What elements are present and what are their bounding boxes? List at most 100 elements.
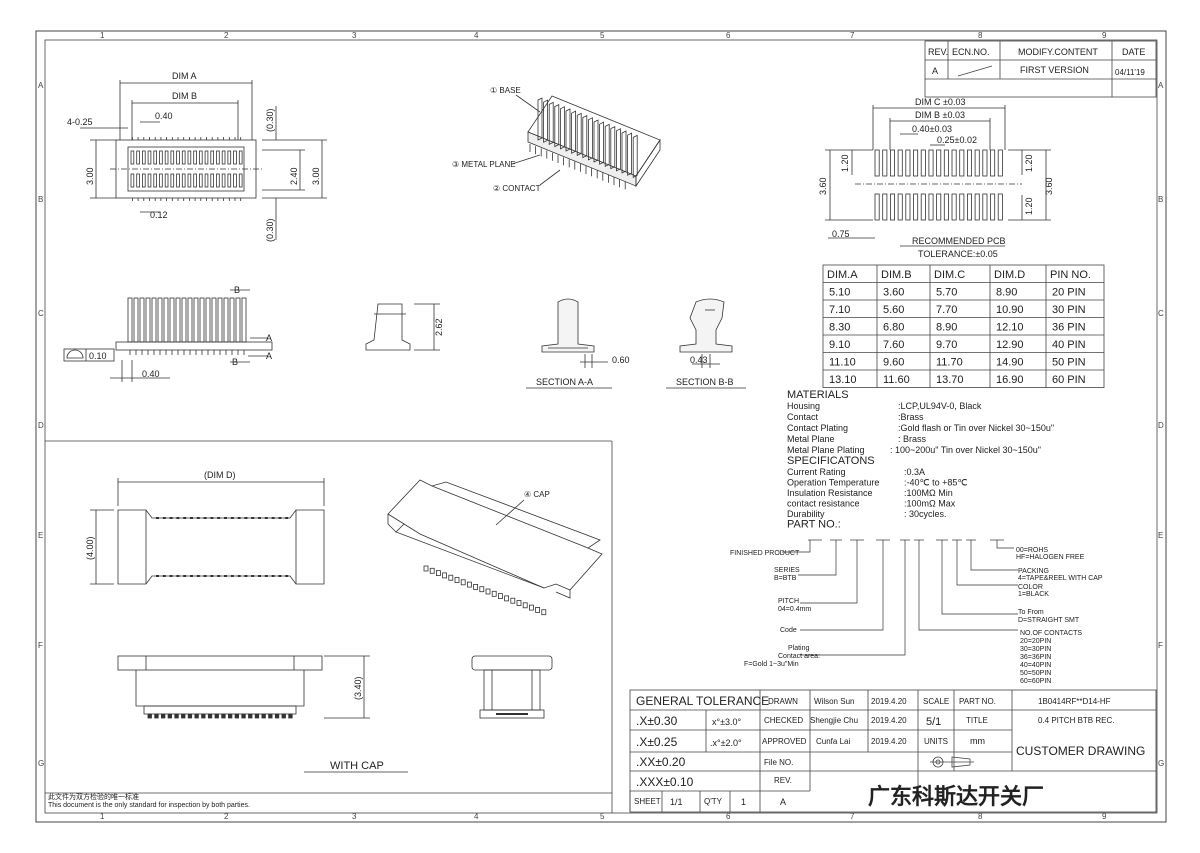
spec-value: :100MΩ Min xyxy=(904,488,953,498)
pn-finished-product: FINISHED PRODUCT xyxy=(730,550,800,557)
pin xyxy=(238,150,243,165)
pn-contacts: 30=30PIN xyxy=(1020,646,1051,653)
zone-col-label: 8 xyxy=(978,812,983,821)
label-contact: ② CONTACT xyxy=(493,184,541,193)
zone-col-label: 8 xyxy=(978,31,983,40)
section-views-drawing xyxy=(365,298,746,389)
pn-contacts: 50=50PIN xyxy=(1020,670,1051,677)
dim-table-cell: 14.90 xyxy=(996,357,1024,369)
part-no-labels: FINISHED PRODUCTSERIESB=BTBPITCH04=0.4mm… xyxy=(730,547,1103,685)
tol-xxx: .XXX±0.10 xyxy=(636,775,694,789)
iso-contact-fin xyxy=(632,134,638,179)
dim-table-cell: 12.10 xyxy=(996,322,1024,334)
part-no-title: PART NO.: xyxy=(787,519,841,531)
dim-table-cell: 60 PIN xyxy=(1052,374,1086,386)
pn-to-from: D=STRAIGHT SMT xyxy=(1018,617,1080,624)
spec-label: Insulation Resistance xyxy=(787,488,873,498)
side-pin xyxy=(187,297,193,343)
dim-table-cell: 11.70 xyxy=(936,357,963,369)
dim-table-cell: 13.70 xyxy=(936,374,964,386)
pin xyxy=(181,173,186,188)
pin xyxy=(210,150,215,165)
dim-table-cell: 8.90 xyxy=(936,322,957,334)
pcb-h360-right: 3.60 xyxy=(1044,177,1054,195)
dim-table-cell: 5.60 xyxy=(883,304,904,316)
side-pin xyxy=(235,297,241,343)
cap-iso-pin xyxy=(535,607,540,613)
dim-table-cell: 7.10 xyxy=(829,304,850,316)
pin xyxy=(153,150,158,165)
cap-side-pin xyxy=(174,713,179,719)
zone-row-label: E xyxy=(38,531,43,540)
pn-plating: Plating xyxy=(788,645,810,652)
label-cap: ④ CAP xyxy=(524,490,550,499)
flatness-value: 0.10 xyxy=(89,351,107,361)
customer-drawing: CUSTOMER DRAWING xyxy=(1016,744,1145,758)
pcb-title: RECOMMENDED PCB xyxy=(912,236,1006,246)
pcb-pad: 0.25±0.02 xyxy=(937,135,977,145)
dim-table-header: DIM.D xyxy=(994,269,1025,281)
dim-table-cell: 9.10 xyxy=(829,339,850,351)
pin xyxy=(198,173,203,188)
dim-table-header: DIM.A xyxy=(827,269,858,281)
pcb-h120-r1: 1.20 xyxy=(1024,154,1034,172)
dim-table-cell: 11.60 xyxy=(883,374,910,386)
pin xyxy=(141,173,146,188)
cap-side-pin xyxy=(241,713,246,719)
pn-to-from: To From xyxy=(1018,609,1044,616)
dim-table xyxy=(822,264,1105,388)
qty-label: Q'TY xyxy=(704,797,723,806)
zone-row-label: G xyxy=(1158,759,1164,768)
pcb-pad xyxy=(920,193,926,221)
pn-pitch: PITCH xyxy=(778,598,799,605)
pcb-pad xyxy=(897,193,903,221)
cap-iso-pin xyxy=(466,581,472,588)
pcb-pad xyxy=(897,149,903,177)
dim-table-cell: 7.70 xyxy=(936,304,957,316)
spec-label: Current Rating xyxy=(787,467,846,477)
zone-col-label: 1 xyxy=(100,31,105,40)
with-cap-iso-view xyxy=(387,479,603,616)
side-view-drawing xyxy=(63,289,273,382)
zone-row-label: A xyxy=(1158,81,1164,90)
sec-w060: 0.60 xyxy=(612,355,630,365)
rev-value: A xyxy=(780,797,786,807)
label-metal-plane: ③ METAL PLANE xyxy=(452,160,516,169)
file-no-label: File NO. xyxy=(764,758,793,767)
cap-side-pin xyxy=(288,713,293,719)
drawn-date: 2019.4.20 xyxy=(871,697,907,706)
pcb-drawing xyxy=(825,105,1051,247)
inner-border xyxy=(44,39,1158,814)
dim-table-cell: 30 PIN xyxy=(1052,304,1086,316)
iso-view-drawing xyxy=(511,94,661,190)
iso-contact-fin xyxy=(627,132,632,176)
checked-by: Shengjie Chu xyxy=(810,716,858,725)
side-pin xyxy=(145,297,151,343)
edge-label: 4-0.25 xyxy=(67,117,93,127)
cap-side-pin xyxy=(281,713,286,719)
iso-contact-fin xyxy=(560,106,565,150)
section-a-title: SECTION A-A xyxy=(536,377,593,387)
cap-side-pin xyxy=(167,713,173,719)
title-label: TITLE xyxy=(966,716,988,725)
part-no-label: PART NO. xyxy=(959,697,996,706)
pin xyxy=(130,150,135,165)
approved-label: APPROVED xyxy=(762,737,807,746)
iso-contact-fin xyxy=(554,103,560,148)
scale-value: 5/1 xyxy=(926,716,941,728)
pin xyxy=(193,150,197,165)
cap-side-pin xyxy=(227,713,233,719)
pcb-pad xyxy=(882,193,888,221)
pcb-pad xyxy=(990,149,996,177)
zone-col-label: 1 xyxy=(100,812,105,821)
cap-side-pin xyxy=(147,713,152,719)
side-pin xyxy=(193,297,199,343)
cap-iso-pin xyxy=(491,590,497,597)
pcb-pad xyxy=(890,193,896,221)
zone-col-label: 6 xyxy=(726,812,731,821)
pcb-pad xyxy=(874,149,880,177)
